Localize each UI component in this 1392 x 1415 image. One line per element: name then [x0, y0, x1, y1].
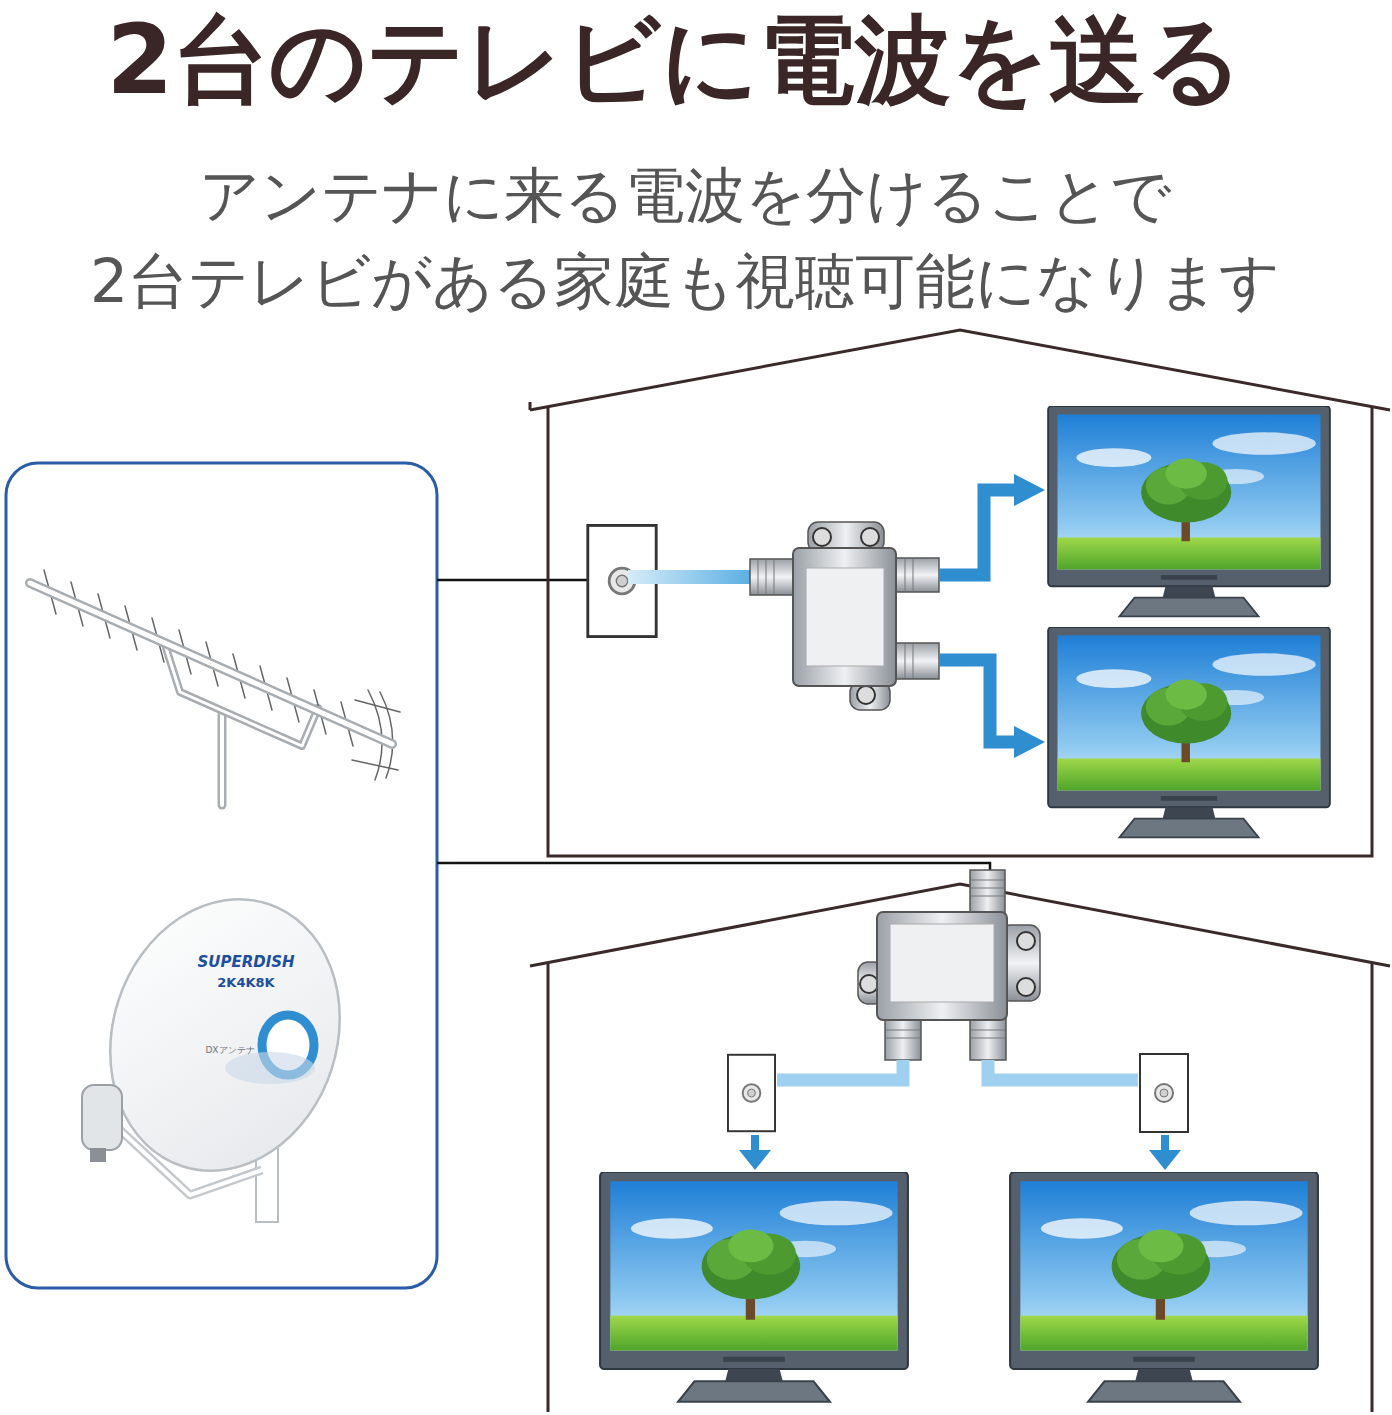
tv-set	[1010, 1172, 1318, 1402]
house-upper	[530, 330, 1390, 856]
maker-mark: DXアンテナ	[205, 1046, 254, 1055]
antenna-panel	[6, 463, 437, 1288]
brand-mark: SUPERDISH	[197, 955, 294, 970]
uhf-antenna	[30, 570, 400, 805]
signal-arrows	[939, 490, 1016, 742]
subtitle: アンテナに来る電波を分けることで 2台テレビがある家庭も視聴可能になります	[0, 152, 1370, 324]
splitter-lower	[858, 870, 1040, 1060]
bs-dish	[76, 869, 374, 1222]
title: 2台のテレビに電波を送る	[0, 10, 1350, 111]
tv-set	[1048, 627, 1330, 837]
house-lower	[530, 884, 1390, 1412]
tv-set	[600, 1172, 908, 1402]
coax-cables-lower	[777, 1060, 1138, 1080]
wall-outlet	[1140, 1054, 1188, 1132]
feed-cables	[437, 580, 990, 875]
splitter-upper	[750, 522, 939, 710]
panel-frame	[6, 463, 437, 1288]
arrow-heads	[1014, 474, 1045, 758]
format-mark: 2K4K8K	[217, 976, 274, 989]
coax-cable	[628, 570, 752, 584]
down-arrows	[739, 1135, 1181, 1170]
tv-set	[1048, 406, 1330, 616]
wall-outlet	[728, 1055, 775, 1131]
